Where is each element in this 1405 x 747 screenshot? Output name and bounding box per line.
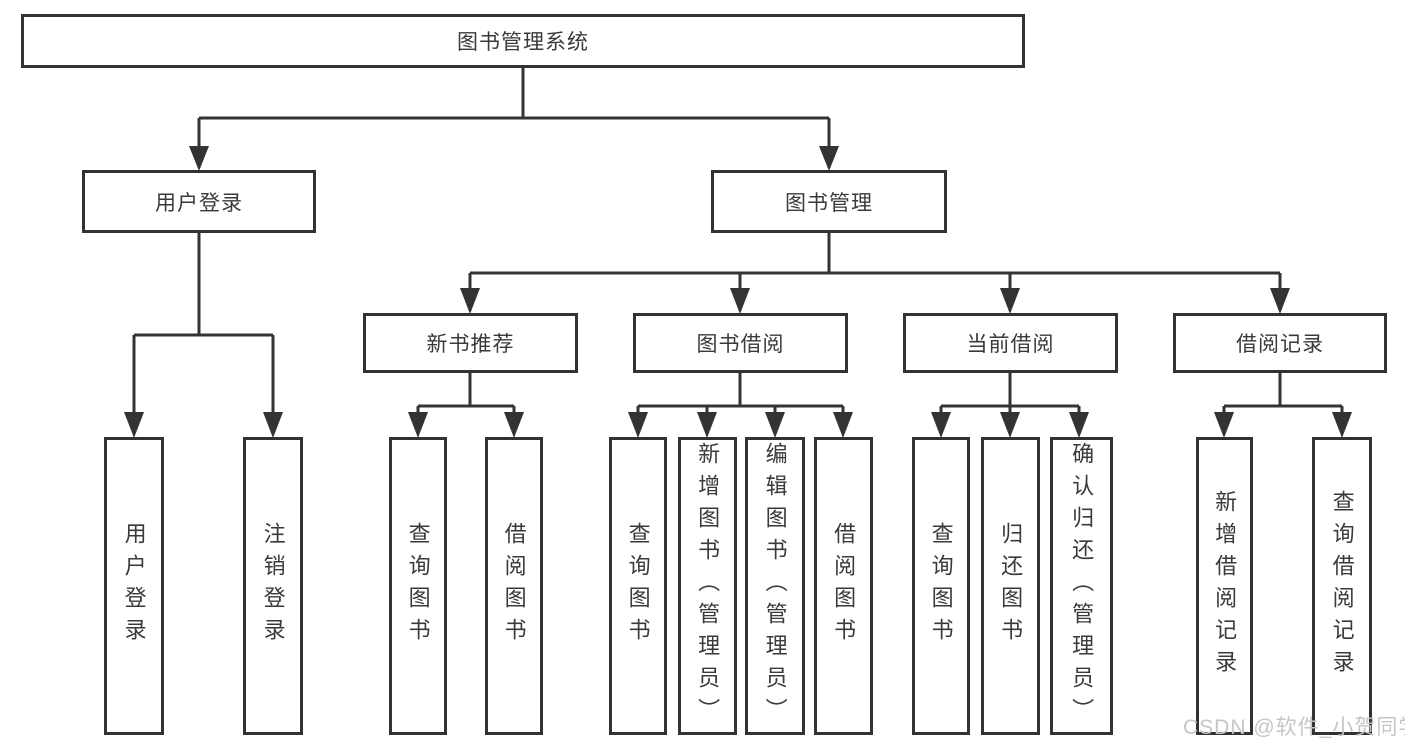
node-book-borrowing: 图书借阅 [633, 313, 848, 373]
leaf-query-books-recommend: 查询图书 [389, 437, 447, 735]
leaf-query-books-current: 查询图书 [912, 437, 970, 735]
leaf-borrow-books-recommend-label: 借阅图书 [501, 522, 527, 650]
node-book-borrowing-label: 图书借阅 [696, 333, 785, 356]
csdn-watermark: CSDN @软件_小贺同学 [1183, 716, 1405, 739]
leaf-borrow-books-recommend: 借阅图书 [485, 437, 543, 735]
leaf-query-borrow-record: 查询借阅记录 [1312, 437, 1372, 735]
node-new-book-recommend-label: 新书推荐 [426, 333, 515, 356]
node-user-login-label: 用户登录 [155, 191, 243, 215]
leaf-return-books-label: 归还图书 [998, 522, 1024, 650]
leaf-add-books-admin-label: 新增图书（管理员） [695, 442, 721, 730]
leaf-query-books-current-label: 查询图书 [928, 522, 954, 650]
node-library-system-label: 图书管理系统 [457, 31, 589, 54]
node-user-login: 用户登录 [82, 170, 316, 233]
leaf-query-borrow-record-label: 查询借阅记录 [1329, 490, 1355, 682]
node-new-book-recommend: 新书推荐 [363, 313, 578, 373]
node-current-borrowing: 当前借阅 [903, 313, 1118, 373]
leaf-borrow-books-borrowing: 借阅图书 [814, 437, 873, 735]
leaf-logout-login: 注销登录 [243, 437, 303, 735]
leaf-edit-books-admin-label: 编辑图书（管理员） [762, 442, 788, 730]
leaf-query-books-borrowing: 查询图书 [609, 437, 667, 735]
leaf-add-books-admin: 新增图书（管理员） [678, 437, 737, 735]
leaf-add-borrow-record: 新增借阅记录 [1196, 437, 1253, 735]
node-book-management: 图书管理 [711, 170, 947, 233]
leaf-return-books: 归还图书 [981, 437, 1040, 735]
leaf-add-borrow-record-label: 新增借阅记录 [1212, 490, 1238, 682]
leaf-borrow-books-borrowing-label: 借阅图书 [831, 522, 857, 650]
leaf-edit-books-admin: 编辑图书（管理员） [745, 437, 805, 735]
node-borrowing-records-label: 借阅记录 [1236, 333, 1324, 356]
leaf-query-books-recommend-label: 查询图书 [405, 522, 431, 650]
leaf-confirm-return-admin: 确认归还（管理员） [1050, 437, 1113, 735]
leaf-query-books-borrowing-label: 查询图书 [625, 522, 651, 650]
node-current-borrowing-label: 当前借阅 [966, 333, 1055, 356]
node-library-system: 图书管理系统 [21, 14, 1025, 68]
leaf-logout-login-label: 注销登录 [260, 522, 286, 650]
leaf-user-login-label: 用户登录 [121, 522, 147, 650]
leaf-confirm-return-admin-label: 确认归还（管理员） [1069, 442, 1095, 730]
leaf-user-login: 用户登录 [104, 437, 164, 735]
node-borrowing-records: 借阅记录 [1173, 313, 1387, 373]
node-book-management-label: 图书管理 [785, 191, 873, 215]
